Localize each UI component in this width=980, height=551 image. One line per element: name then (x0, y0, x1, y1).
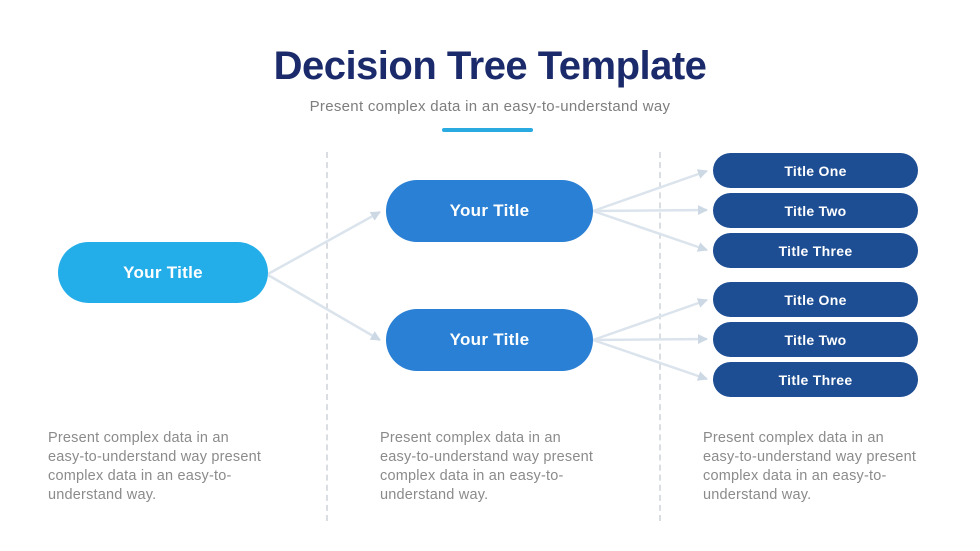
footer-paragraph-left: Present complex data in an easy-to-under… (48, 429, 261, 505)
connector-line (592, 169, 708, 213)
paragraph-line: complex data in an easy-to- (48, 468, 232, 484)
leaf-node-label: Title Two (784, 202, 847, 219)
paragraph-line: complex data in an easy-to- (703, 468, 887, 484)
root-node-label: Your Title (123, 262, 203, 282)
paragraph-line: understand way. (380, 487, 489, 503)
paragraph-line: Present complex data in an (703, 430, 884, 446)
leaf-node-bottom-one: Title One (713, 282, 918, 317)
connector-line (592, 338, 708, 381)
leaf-node-top-two: Title Two (713, 193, 918, 228)
leaf-node-top-three: Title Three (713, 233, 918, 268)
paragraph-line: easy-to-understand way present (380, 449, 594, 465)
connector-line (592, 334, 708, 345)
root-node: Your Title (58, 242, 268, 303)
paragraph-line: Present complex data in an (48, 430, 229, 446)
connector-line (592, 298, 708, 342)
paragraph-line: Present complex data in an (380, 430, 561, 446)
leaf-node-label: Title Two (784, 331, 847, 348)
leaf-node-label: Title One (784, 291, 847, 308)
leaf-node-label: Title Three (778, 371, 853, 388)
paragraph-line: easy-to-understand way present (703, 449, 917, 465)
leaf-node-label: Title Three (778, 242, 853, 259)
connector-line (267, 210, 381, 276)
branch-node-top: Your Title (386, 180, 593, 242)
leaf-node-bottom-three: Title Three (713, 362, 918, 397)
paragraph-line: understand way. (48, 487, 157, 503)
connector-line (592, 205, 708, 216)
accent-underline (442, 128, 533, 132)
slide-subtitle: Present complex data in an easy-to-under… (309, 98, 671, 115)
leaf-node-label: Title One (784, 162, 847, 179)
leaf-node-bottom-two: Title Two (713, 322, 918, 357)
paragraph-line: easy-to-understand way present (48, 449, 262, 465)
paragraph-line: complex data in an easy-to- (380, 468, 564, 484)
connector-line (592, 209, 708, 252)
footer-paragraph-middle: Present complex data in an easy-to-under… (380, 429, 593, 505)
paragraph-line: understand way. (703, 487, 812, 503)
connector-line (267, 273, 381, 342)
branch-node-label: Your Title (449, 330, 530, 349)
branch-node-label: Your Title (449, 201, 530, 220)
leaf-node-top-one: Title One (713, 153, 918, 188)
branch-node-bottom: Your Title (386, 309, 593, 371)
column-divider-right (659, 152, 661, 521)
slide-title: Decision Tree Template (273, 44, 707, 88)
column-divider-left (326, 152, 328, 521)
footer-paragraph-right: Present complex data in an easy-to-under… (703, 429, 916, 505)
